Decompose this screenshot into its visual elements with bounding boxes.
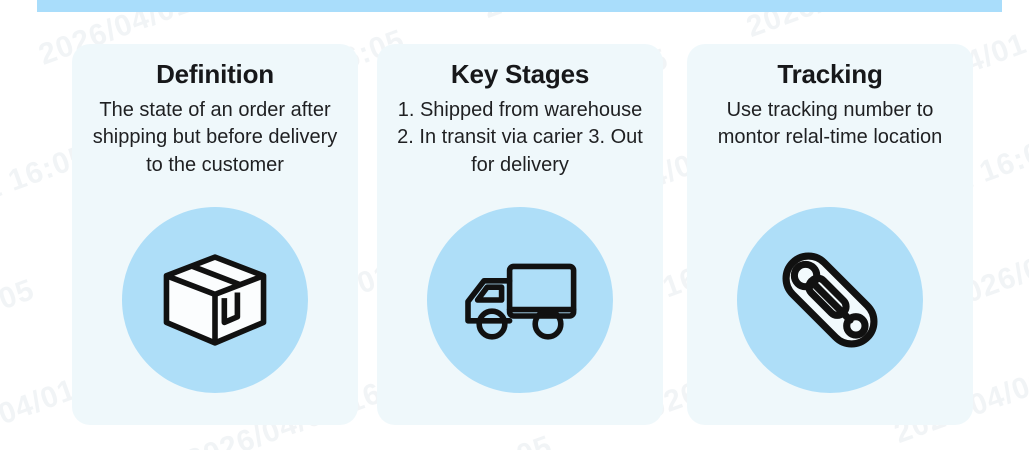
icon-circle: [122, 207, 308, 393]
card-body: 1. Shipped from warehouse 2. In transit …: [397, 98, 643, 177]
package-box-icon: [159, 244, 271, 356]
top-accent-bar: [37, 0, 1002, 12]
delivery-truck-icon: [460, 252, 580, 348]
tracking-tag-icon: [769, 239, 891, 361]
card-definition[interactable]: Definition The state of an order after s…: [72, 44, 358, 425]
card-key-stages[interactable]: Key Stages 1. Shipped from warehouse 2. …: [377, 44, 663, 425]
card-title: Definition: [156, 59, 274, 89]
card-tracking[interactable]: Tracking Use tracking number to montor r…: [687, 44, 973, 425]
card-body: The state of an order after shipping but…: [92, 98, 338, 177]
icon-circle: [737, 207, 923, 393]
icon-circle: [427, 207, 613, 393]
card-title: Tracking: [777, 59, 883, 89]
card-body: Use tracking number to montor relal-time…: [717, 98, 943, 149]
card-title: Key Stages: [450, 59, 590, 89]
